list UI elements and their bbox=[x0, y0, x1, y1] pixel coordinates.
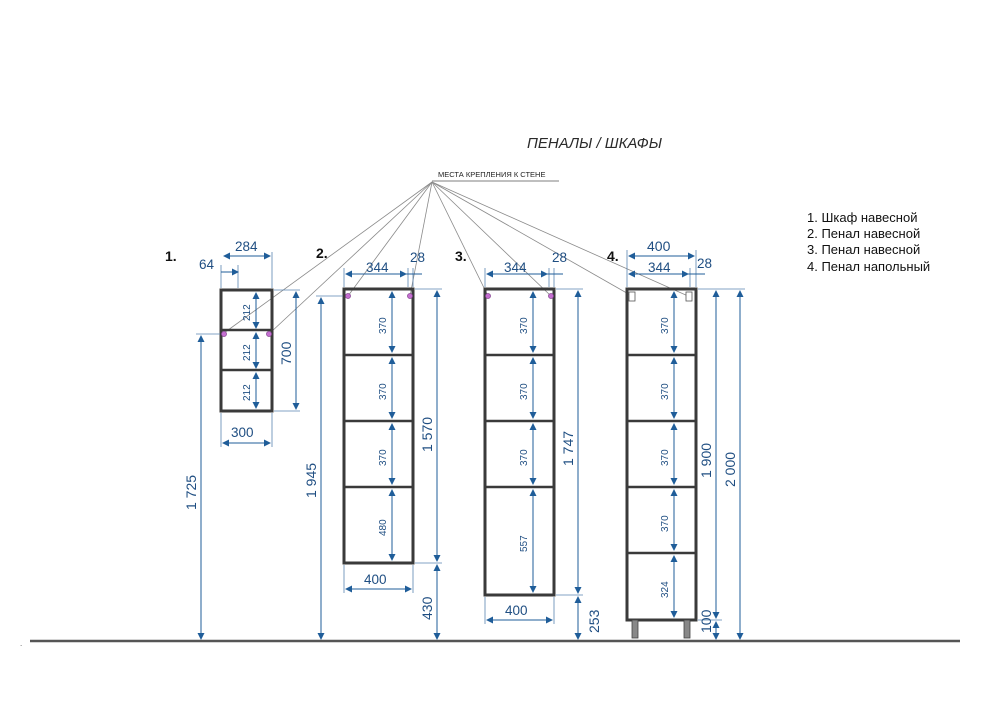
dim-total-height: 2 000 bbox=[722, 452, 738, 487]
cabinet-2: 2. 344 28 370 370 370 480 1 570 430 bbox=[303, 245, 442, 640]
dim-height: 1 570 bbox=[419, 417, 435, 452]
dim-inner-width: 344 bbox=[648, 260, 671, 275]
legend: 1. Шкаф навесной 2. Пенал навесной 3. Пе… bbox=[807, 210, 930, 274]
dim-leg-height: 100 bbox=[698, 609, 714, 633]
dim-shelf: 370 bbox=[378, 383, 389, 400]
dim-height: 700 bbox=[278, 341, 294, 365]
dim-offset: 28 bbox=[552, 250, 567, 265]
dim-shelf: 370 bbox=[519, 317, 530, 334]
dim-height: 1 900 bbox=[698, 443, 714, 478]
cabinet-body bbox=[342, 287, 415, 565]
mount-point bbox=[407, 293, 413, 299]
cabinet-leg bbox=[631, 619, 639, 639]
dim-shelf: 370 bbox=[378, 449, 389, 466]
mount-point bbox=[685, 291, 693, 302]
cabinet-body bbox=[483, 287, 556, 597]
mount-point bbox=[266, 331, 272, 337]
dim-shelf: 370 bbox=[519, 449, 530, 466]
dim-shelf: 370 bbox=[660, 317, 671, 334]
dim-offset: 28 bbox=[697, 256, 712, 271]
dim-shelf: 212 bbox=[242, 384, 253, 401]
dim-floor-height: 1 725 bbox=[183, 475, 199, 510]
cabinet-number: 3. bbox=[455, 248, 467, 264]
dim-floor-height: 1 945 bbox=[303, 463, 319, 498]
cabinet-number: 1. bbox=[165, 248, 177, 264]
dim-width: 400 bbox=[364, 572, 387, 587]
mount-point bbox=[221, 331, 227, 337]
dim-shelf: 370 bbox=[378, 317, 389, 334]
dim-width-top: 400 bbox=[647, 238, 671, 254]
dim-shelf: 370 bbox=[660, 383, 671, 400]
cabinet-number: 2. bbox=[316, 245, 328, 261]
dim-bottom-gap: 430 bbox=[419, 596, 435, 620]
legend-item: 4. Пенал напольный bbox=[807, 259, 930, 274]
dim-offset: 64 bbox=[199, 257, 215, 272]
dim-shelf: 212 bbox=[242, 304, 253, 321]
dim-width: 300 bbox=[231, 425, 254, 440]
dim-width-top: 344 bbox=[366, 260, 389, 275]
corner-mark: . bbox=[20, 639, 22, 648]
cabinet-body bbox=[219, 288, 274, 413]
mount-point bbox=[345, 293, 351, 299]
dim-shelf: 480 bbox=[378, 519, 389, 536]
dim-width-top: 284 bbox=[235, 239, 258, 254]
dim-shelf: 212 bbox=[242, 344, 253, 361]
dim-bottom-gap: 253 bbox=[586, 609, 602, 633]
cabinet-body bbox=[625, 287, 698, 622]
dim-shelf: 324 bbox=[660, 581, 671, 598]
dim-shelf: 557 bbox=[519, 535, 530, 552]
dim-shelf: 370 bbox=[519, 383, 530, 400]
cabinet-leg bbox=[683, 619, 691, 639]
dim-shelf: 370 bbox=[660, 515, 671, 532]
cabinet-3: 3. 344 28 370 370 370 557 1 747 253 bbox=[455, 248, 602, 640]
mount-point bbox=[628, 291, 636, 302]
dim-shelf: 370 bbox=[660, 449, 671, 466]
mount-point bbox=[548, 293, 554, 299]
dim-height: 1 747 bbox=[560, 431, 576, 466]
legend-item: 2. Пенал навесной bbox=[807, 226, 920, 241]
legend-item: 1. Шкаф навесной bbox=[807, 210, 917, 225]
cabinet-4: 4. 400 344 28 370 370 370 370 324 bbox=[607, 238, 745, 640]
mount-point bbox=[485, 293, 491, 299]
mount-note: МЕСТА КРЕПЛЕНИЯ К СТЕНЕ bbox=[438, 170, 545, 179]
drawing-title: ПЕНАЛЫ / ШКАФЫ bbox=[527, 135, 663, 152]
cabinet-number: 4. bbox=[607, 248, 619, 264]
dim-width: 400 bbox=[505, 603, 528, 618]
dim-width-top: 344 bbox=[504, 260, 527, 275]
legend-item: 3. Пенал навесной bbox=[807, 242, 920, 257]
dim-offset: 28 bbox=[410, 250, 425, 265]
cabinet-1: 1. 284 64 212 212 212 700 300 1 7 bbox=[165, 239, 300, 640]
